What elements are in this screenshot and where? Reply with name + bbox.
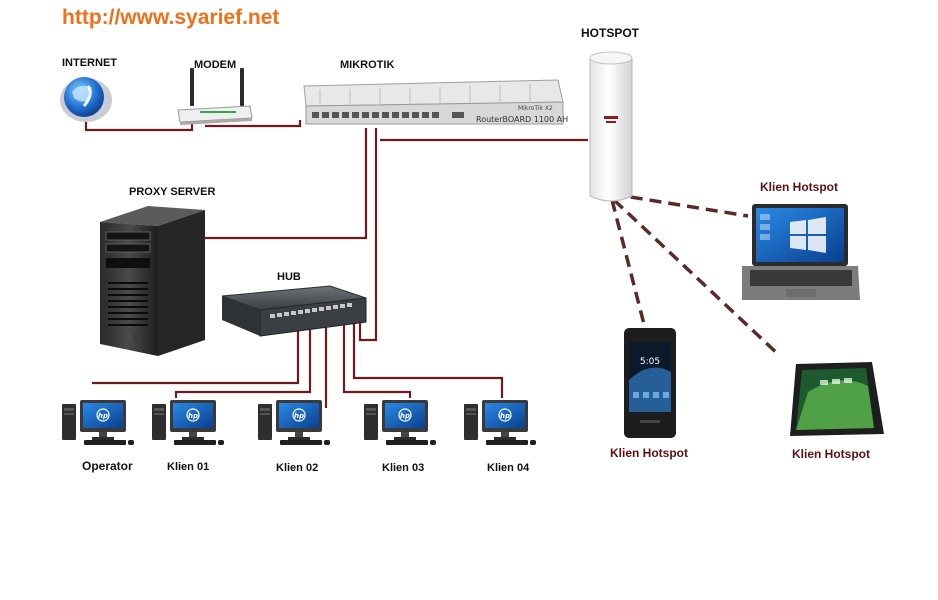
hotspot-label: HOTSPOT [581, 26, 640, 40]
cable-hub-operator [92, 322, 300, 385]
router-brand-text: MikroTik X2 [518, 105, 553, 112]
operator-pc-icon [61, 399, 135, 446]
modem-label: MODEM [194, 59, 237, 71]
hub-label: HUB [277, 271, 301, 283]
cable-mikrotik-hub [358, 128, 378, 342]
cable-hub-klien04 [352, 322, 504, 398]
proxy-server-label: PROXY SERVER [129, 186, 216, 198]
internet-label: INTERNET [62, 57, 117, 69]
hotspot-access-point-icon [589, 51, 633, 202]
wireless-links [610, 192, 782, 358]
klien04-pc-icon [463, 399, 537, 446]
internet-icon [60, 77, 112, 122]
cable-hub-klien01 [174, 322, 312, 398]
klien01-label: Klien 01 [167, 461, 210, 473]
router-model-text: RouterBOARD 1100 AH [476, 115, 568, 124]
tablet-icon [790, 362, 884, 436]
klien-hotspot-phone-label: Klien Hotspot [610, 446, 688, 460]
klien-hotspot-tablet-label: Klien Hotspot [792, 447, 870, 461]
laptop-icon [742, 204, 860, 300]
smartphone-icon: 5:05 [624, 328, 676, 438]
cable-hub-klien03 [342, 322, 412, 398]
operator-label: Operator [82, 459, 133, 473]
klien01-pc-icon [151, 399, 225, 446]
klien02-pc-icon [257, 399, 331, 446]
modem-icon [177, 68, 253, 125]
cable-internet-modem [84, 118, 194, 132]
wired-cables [84, 118, 588, 408]
mikrotik-label: MIKROTIK [340, 59, 395, 71]
proxy-server-icon [100, 206, 205, 356]
klien-hotspot-laptop-label: Klien Hotspot [760, 180, 838, 194]
site-url: http://www.syarief.net [62, 6, 280, 29]
hub-switch-icon [221, 285, 367, 337]
cable-modem-mikrotik [205, 120, 302, 128]
wireless-link-phone [610, 199, 647, 329]
phone-time-text: 5:05 [640, 357, 660, 367]
wireless-link-laptop [611, 192, 749, 218]
klien03-pc-icon [363, 399, 437, 446]
klien02-label: Klien 02 [276, 462, 319, 474]
mikrotik-router-icon: RouterBOARD 1100 AH MikroTik X2 [303, 79, 568, 125]
klien04-label: Klien 04 [487, 462, 530, 474]
cable-mikrotik-proxy [205, 128, 368, 240]
klien03-label: Klien 03 [382, 462, 425, 474]
